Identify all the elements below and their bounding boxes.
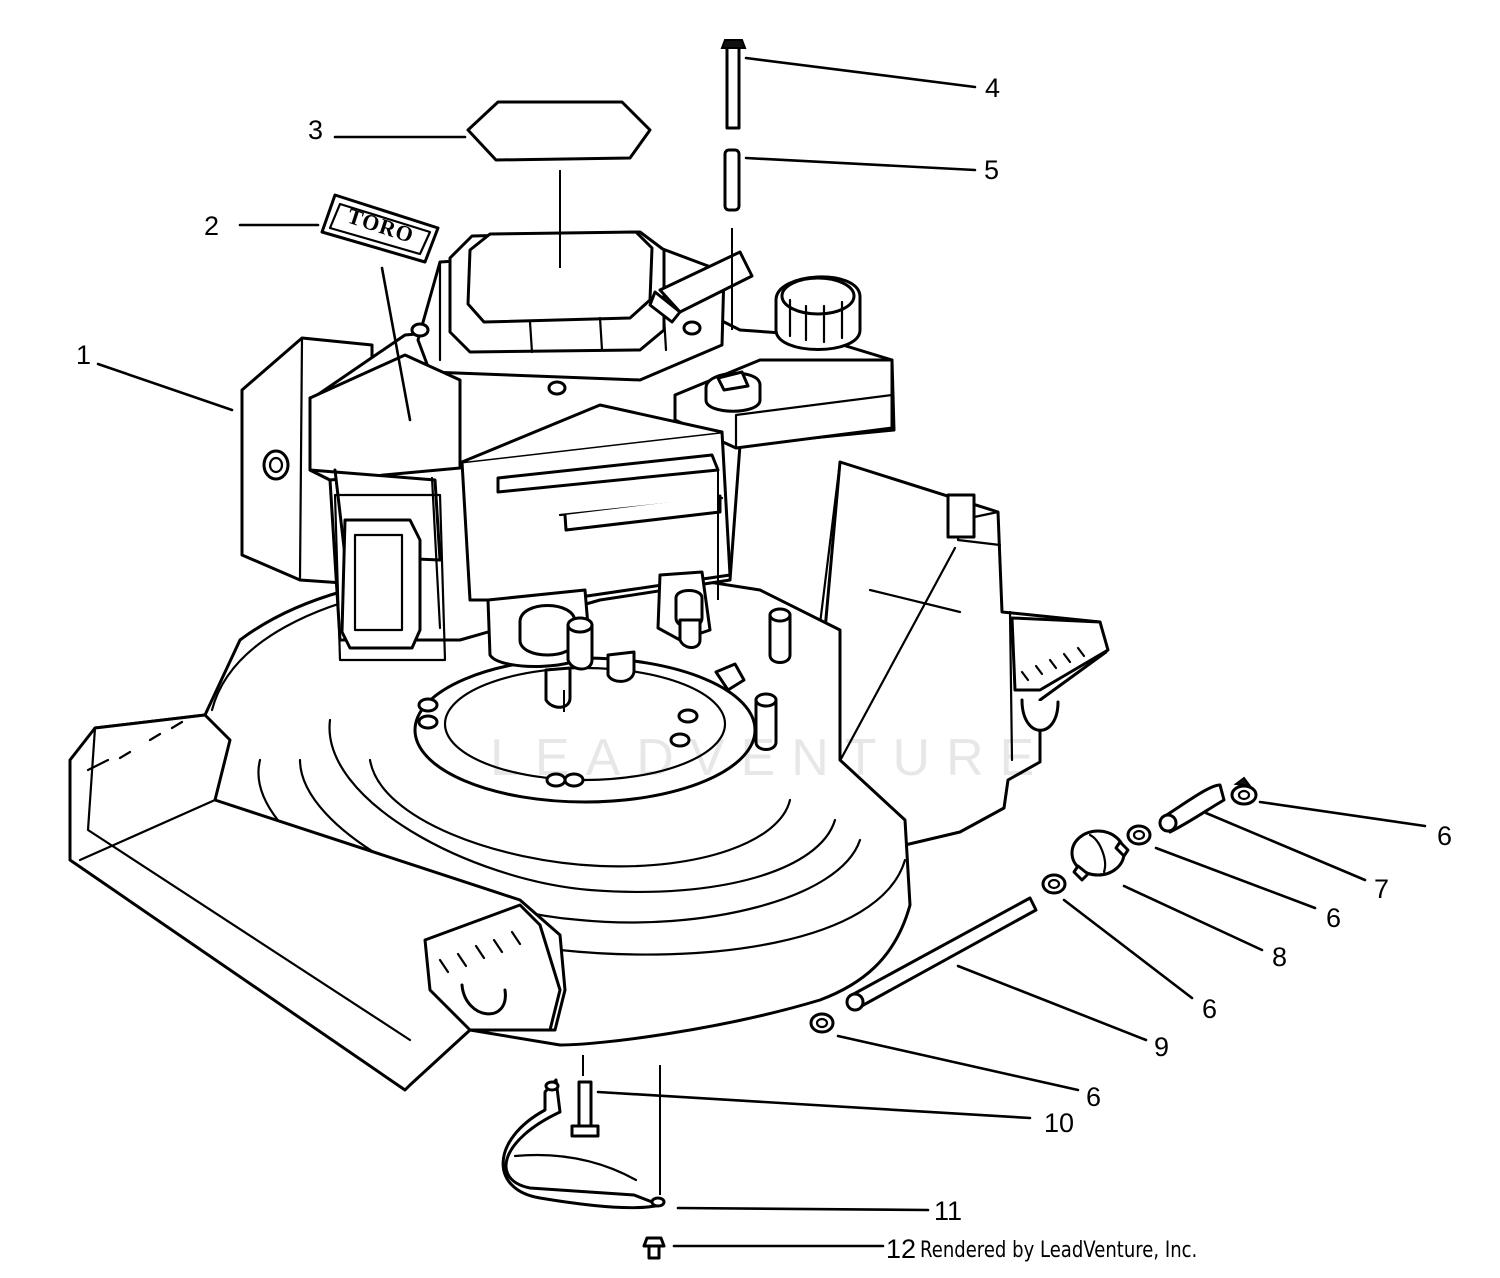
watermark: LEADVENTURE <box>490 729 1050 787</box>
callout-1: 1 <box>76 340 91 370</box>
callout-3: 3 <box>308 115 323 145</box>
callout-2: 2 <box>204 211 219 241</box>
callout-10: 10 <box>1044 1108 1074 1138</box>
air-filter-element <box>466 100 652 162</box>
leader-lines <box>96 56 1427 1248</box>
bolt-part <box>720 39 747 130</box>
callout-6d: 6 <box>1086 1082 1101 1112</box>
callout-11: 11 <box>934 1196 962 1226</box>
spacer-part <box>723 148 741 212</box>
callout-7: 7 <box>1374 874 1389 904</box>
callout-4: 4 <box>985 73 1000 103</box>
callout-5: 5 <box>984 155 999 185</box>
callout-8: 8 <box>1272 942 1287 972</box>
callout-12: 12 <box>886 1234 916 1264</box>
callout-6b: 6 <box>1326 903 1341 933</box>
fuel-system-parts <box>809 776 1258 1034</box>
assembly-axes <box>559 170 733 1195</box>
bottom-parts <box>501 1078 666 1260</box>
callout-9: 9 <box>1154 1032 1169 1062</box>
render-credit: Rendered by LeadVenture, Inc. <box>920 1238 1198 1263</box>
callout-6a: 6 <box>1437 821 1452 851</box>
callout-6c: 6 <box>1202 994 1217 1024</box>
toro-decal: TORO <box>320 193 440 264</box>
engine <box>240 230 896 709</box>
mower-deck <box>68 460 1110 1092</box>
callout-labels: 1 2 3 4 5 6 7 6 8 6 9 6 10 11 12 <box>76 73 1452 1264</box>
